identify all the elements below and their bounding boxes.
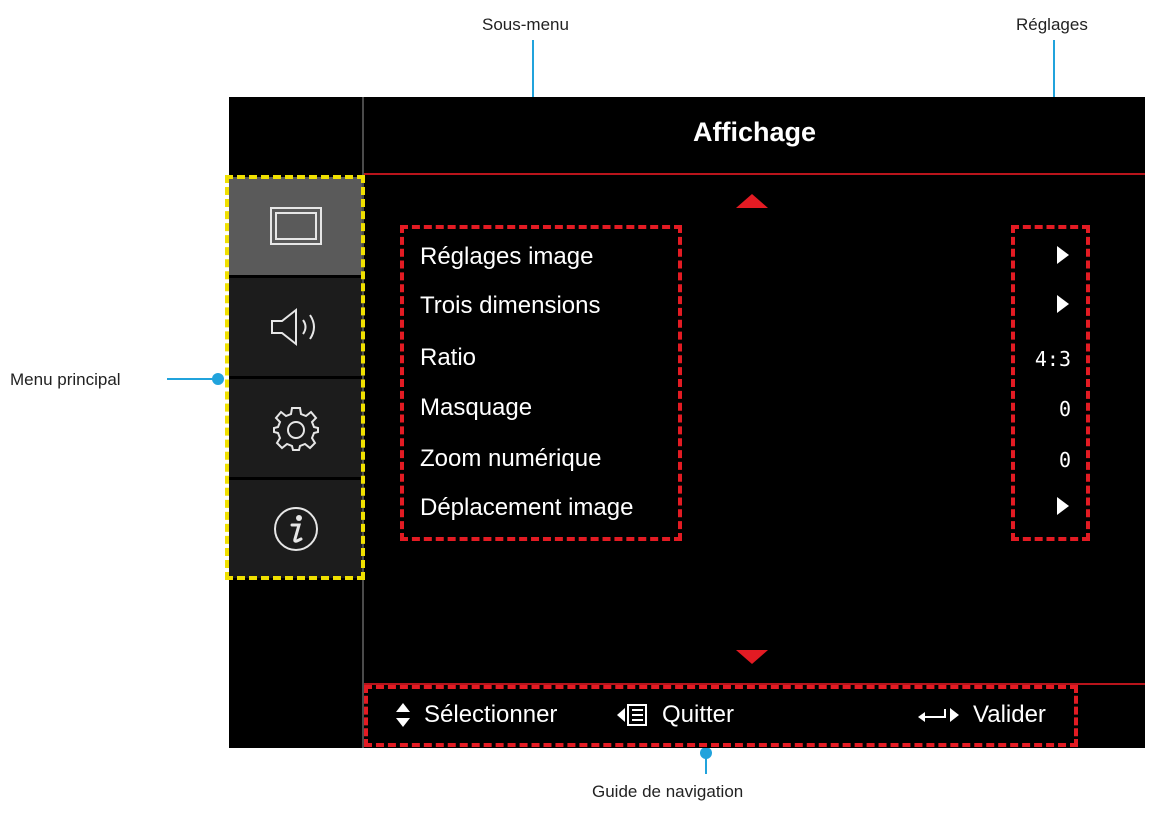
nav-enter-label: Valider <box>973 701 1046 728</box>
speaker-icon <box>270 307 315 347</box>
nav-exit: Quitter <box>616 701 734 729</box>
menu-back-icon <box>617 704 647 726</box>
gear-icon <box>272 407 319 451</box>
callout-main-menu-line <box>167 378 217 380</box>
callout-nav-label: Guide de navigation <box>592 782 744 801</box>
digital-zoom-value: 0 <box>1058 448 1071 472</box>
nav-exit-label: Quitter <box>662 701 735 728</box>
submenu-arrow-icon[interactable] <box>1057 497 1069 515</box>
info-icon <box>273 507 318 551</box>
scroll-up-icon[interactable] <box>736 194 768 208</box>
submenu-item-picture-settings[interactable]: Réglages image <box>420 243 594 270</box>
main-menu-info[interactable] <box>229 480 362 578</box>
masking-value: 0 <box>1058 397 1071 421</box>
osd-menu: Affichage Réglages image Trois dimension… <box>229 97 1145 748</box>
main-menu-audio[interactable] <box>229 278 362 376</box>
settings-highlight <box>1011 225 1090 541</box>
nav-select: Sélectionner <box>395 701 557 729</box>
display-icon <box>269 207 322 245</box>
scroll-down-icon[interactable] <box>736 650 768 664</box>
submenu-arrow-icon[interactable] <box>1057 246 1069 264</box>
callout-settings-label: Réglages <box>1016 15 1088 34</box>
menu-title: Affichage <box>692 117 817 147</box>
submenu-item-ratio[interactable]: Ratio <box>420 344 477 371</box>
main-menu-display[interactable] <box>229 177 362 275</box>
callout-main-menu-dot <box>212 373 224 385</box>
nav-enter: Valider <box>917 701 1046 729</box>
submenu-highlight <box>400 225 682 541</box>
submenu-item-digital-zoom[interactable]: Zoom numérique <box>420 445 602 472</box>
nav-select-label: Sélectionner <box>424 701 558 728</box>
nav-guide-highlight <box>364 685 1078 747</box>
main-menu-highlight <box>225 175 365 580</box>
submenu-item-image-shift[interactable]: Déplacement image <box>420 494 634 521</box>
enter-icon <box>918 708 959 722</box>
main-menu-setup[interactable] <box>229 379 362 477</box>
callout-submenu-label: Sous-menu <box>482 15 569 34</box>
ratio-value: 4:3 <box>1034 347 1071 371</box>
callout-nav-line <box>705 752 707 774</box>
submenu-item-masking[interactable]: Masquage <box>420 394 533 421</box>
submenu-arrow-icon[interactable] <box>1057 295 1069 313</box>
title-divider <box>364 173 1145 175</box>
main-menu-sidebar <box>229 97 362 748</box>
nav-divider <box>364 683 1145 685</box>
callout-main-menu-label: Menu principal <box>10 370 121 389</box>
up-down-icon <box>396 703 410 727</box>
submenu-item-3d[interactable]: Trois dimensions <box>420 292 601 319</box>
